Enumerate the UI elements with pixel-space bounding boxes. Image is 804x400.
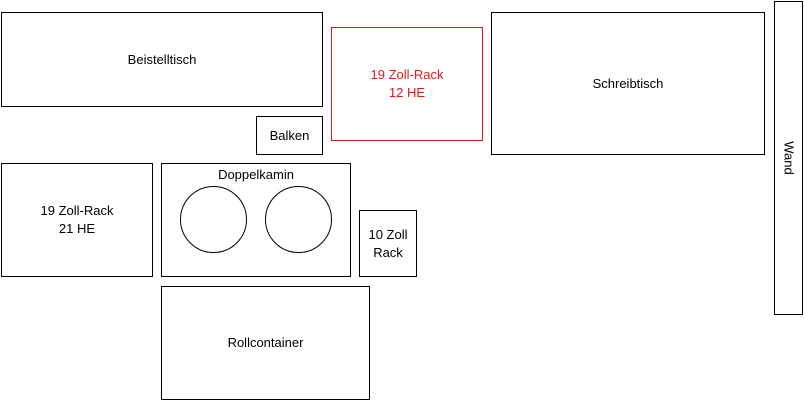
rack-19-left-label-line1: 19 Zoll-Rack [40,203,114,218]
rack-19-left-label-line2: 21 HE [58,221,96,236]
rack-19-top-box: 19 Zoll-Rack 12 HE [331,27,483,141]
wand-label: Wand [781,141,797,175]
beistelltisch-box: Beistelltisch [1,12,323,107]
beistelltisch-label: Beistelltisch [127,51,197,67]
rollcontainer-label: Rollcontainer [227,335,304,350]
schreibtisch-box: Schreibtisch [491,12,765,155]
rack-19-left-box: 19 Zoll-Rack 21 HE [1,163,153,277]
rollcontainer-box: Rollcontainer [161,286,370,400]
wand-box: Wand [774,1,803,315]
balken-box: Balken [256,116,323,155]
doppelkamin-box: Doppelkamin [161,163,351,277]
schreibtisch-label: Schreibtisch [592,75,664,91]
rack-10-label-line2: Rack [373,244,403,260]
rack-19-top-label-line2: 12 HE [388,85,426,100]
rack-19-top-label-line1: 19 Zoll-Rack [370,67,444,82]
rack-10-box: 10 Zoll Rack [359,210,417,277]
doppelkamin-label: Doppelkamin [218,167,294,182]
chimney-right-circle [265,186,332,253]
rack-10-label-line1: 10 Zoll [368,226,408,242]
chimney-left-circle [180,186,247,253]
balken-label: Balken [269,127,310,143]
